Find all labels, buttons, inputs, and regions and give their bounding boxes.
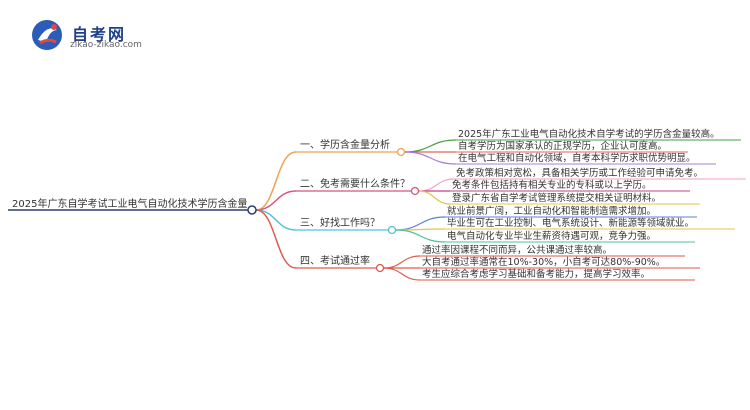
branch-connector-3 [255,209,297,231]
root-node [247,205,257,215]
child-text-4-2[interactable]: 大自考通过率通常在10%-30%，小自考可达80%-90%。 [422,257,666,268]
branch-connector-2 [255,190,297,211]
child-text-2-1[interactable]: 免考政策相对宽松，具备相关学历或工作经验可申请免考。 [456,168,704,179]
root-topic[interactable]: 2025年广东自学考试工业电气自动化技术学历含金量 [12,199,248,210]
child-text-3-3[interactable]: 电气自动化专业毕业生薪资待遇可观，竞争力强。 [447,231,657,242]
child-text-1-2[interactable]: 自考学历为国家承认的正规学历，企业认可度高。 [458,141,668,152]
child-text-1-1[interactable]: 2025年广东工业电气自动化技术自学考试的学历含金量较高。 [458,129,720,140]
child-text-2-2[interactable]: 免考条件包括持有相关专业的专科或以上学历。 [452,180,652,191]
site-logo[interactable]: 自考网 zikao-zikao.com [30,18,170,52]
child-connector-4-3 [383,267,421,281]
child-connector-2-3 [418,190,451,205]
child-text-1-3[interactable]: 在电气工程和自动化领域，自考本科学历求职优势明显。 [458,153,696,164]
logo-subtitle: zikao-zikao.com [70,40,142,50]
branch-label-4[interactable]: 四、考试通过率 [300,256,370,267]
child-connector-2-1 [418,178,455,192]
branch-node-2 [410,186,420,196]
child-connector-1-3 [404,151,457,165]
branch-label-2[interactable]: 二、免考需要什么条件？ [300,179,410,190]
branch-connector-1 [255,151,297,211]
child-text-3-1[interactable]: 就业前景广阔，工业自动化和智能制造需求增加。 [447,206,657,217]
child-connector-3-1 [395,216,446,231]
branch-node-4 [375,263,385,273]
child-text-4-1[interactable]: 通过率因课程不同而异，公共课通过率较高。 [422,245,613,256]
logo-title: 自考网 [72,25,127,44]
child-connector-4-1 [383,255,421,269]
branch-connector-4 [255,209,297,269]
branch-node-3 [387,225,397,235]
child-text-4-3[interactable]: 考生应综合考虑学习基础和备考能力，提高学习效率。 [422,269,651,280]
branch-node-1 [396,147,406,157]
child-connector-1-1 [404,139,457,153]
child-connector-3-3 [395,229,446,243]
child-text-3-2[interactable]: 毕业生可在工业控制、电气系统设计、新能源等领域就业。 [447,218,695,229]
branch-label-1[interactable]: 一、学历含金量分析 [300,140,390,151]
child-text-2-3[interactable]: 登录广东省自学考试管理系统提交相关证明材料。 [452,193,662,204]
branch-label-3[interactable]: 三、好找工作吗？ [300,218,380,229]
logo-icon [32,20,62,50]
